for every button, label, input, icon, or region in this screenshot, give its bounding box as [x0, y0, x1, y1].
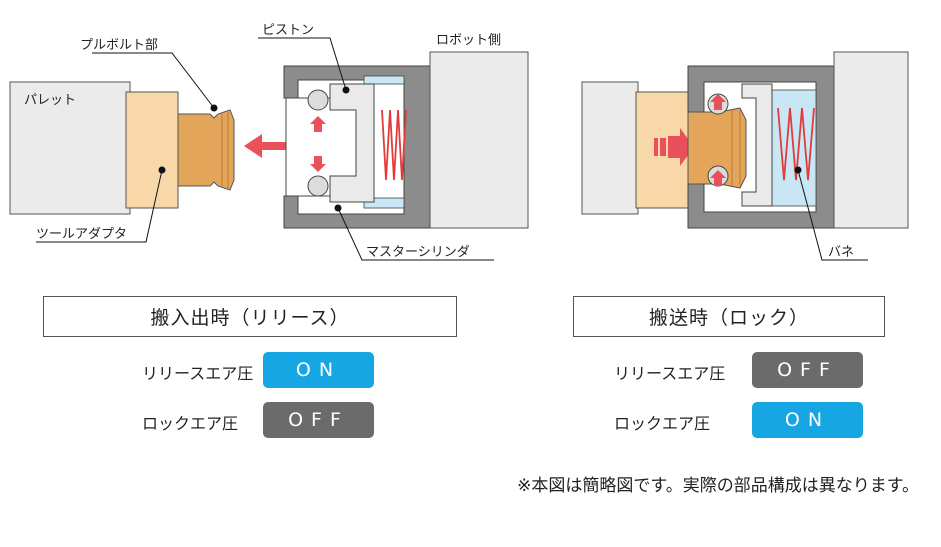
- robot-side-right: [833, 51, 909, 229]
- pull-bolt-left: [177, 109, 235, 191]
- label-pull-bolt: プルボルト部: [80, 38, 158, 53]
- leader-spring: [797, 169, 868, 261]
- lock-arrow: [654, 128, 694, 166]
- mechanism-diagram: ピストン ロボット側 プルボルト部 パレット ツールアダプタ マスターシリンダ …: [9, 23, 909, 261]
- right-lock-air-label: ロックエア圧: [614, 414, 711, 433]
- release-state-title: 搬入出時（リリース）: [43, 296, 457, 337]
- left-release-air-status: ON: [263, 352, 374, 388]
- label-master-cylinder: マスターシリンダ: [366, 245, 470, 260]
- leader-pull-bolt: [92, 52, 215, 109]
- leader-piston: [258, 37, 347, 91]
- tool-adapter-left: [125, 91, 179, 209]
- left-lock-air-status: OFF: [263, 402, 374, 438]
- pallet-block-right: [581, 81, 639, 215]
- spring-left: [381, 109, 407, 181]
- label-spring: バネ: [828, 245, 854, 260]
- left-release-air-label: リリースエア圧: [142, 364, 254, 383]
- leader-tool-adapter: [36, 169, 163, 243]
- spring-right: [777, 107, 815, 181]
- master-cylinder-right: [687, 65, 835, 229]
- right-lock-air-status: ON: [752, 402, 863, 438]
- right-release-air-status: OFF: [752, 352, 863, 388]
- left-lock-air-label: ロックエア圧: [142, 414, 239, 433]
- release-double-arrow: [244, 134, 318, 158]
- footnote: ※本図は簡略図です。実際の部品構成は異なります。: [517, 476, 919, 496]
- label-tool-adapter: ツールアダプタ: [36, 227, 127, 242]
- label-robot-side: ロボット側: [436, 33, 501, 48]
- right-release-air-label: リリースエア圧: [614, 364, 726, 383]
- pallet-block: [9, 81, 131, 215]
- robot-side-left: [429, 51, 529, 229]
- master-cylinder-left: [283, 65, 431, 229]
- label-piston: ピストン: [262, 23, 314, 38]
- leader-master-cylinder: [337, 207, 494, 261]
- label-pallet: パレット: [24, 93, 76, 108]
- lock-state-title: 搬送時（ロック）: [573, 296, 885, 337]
